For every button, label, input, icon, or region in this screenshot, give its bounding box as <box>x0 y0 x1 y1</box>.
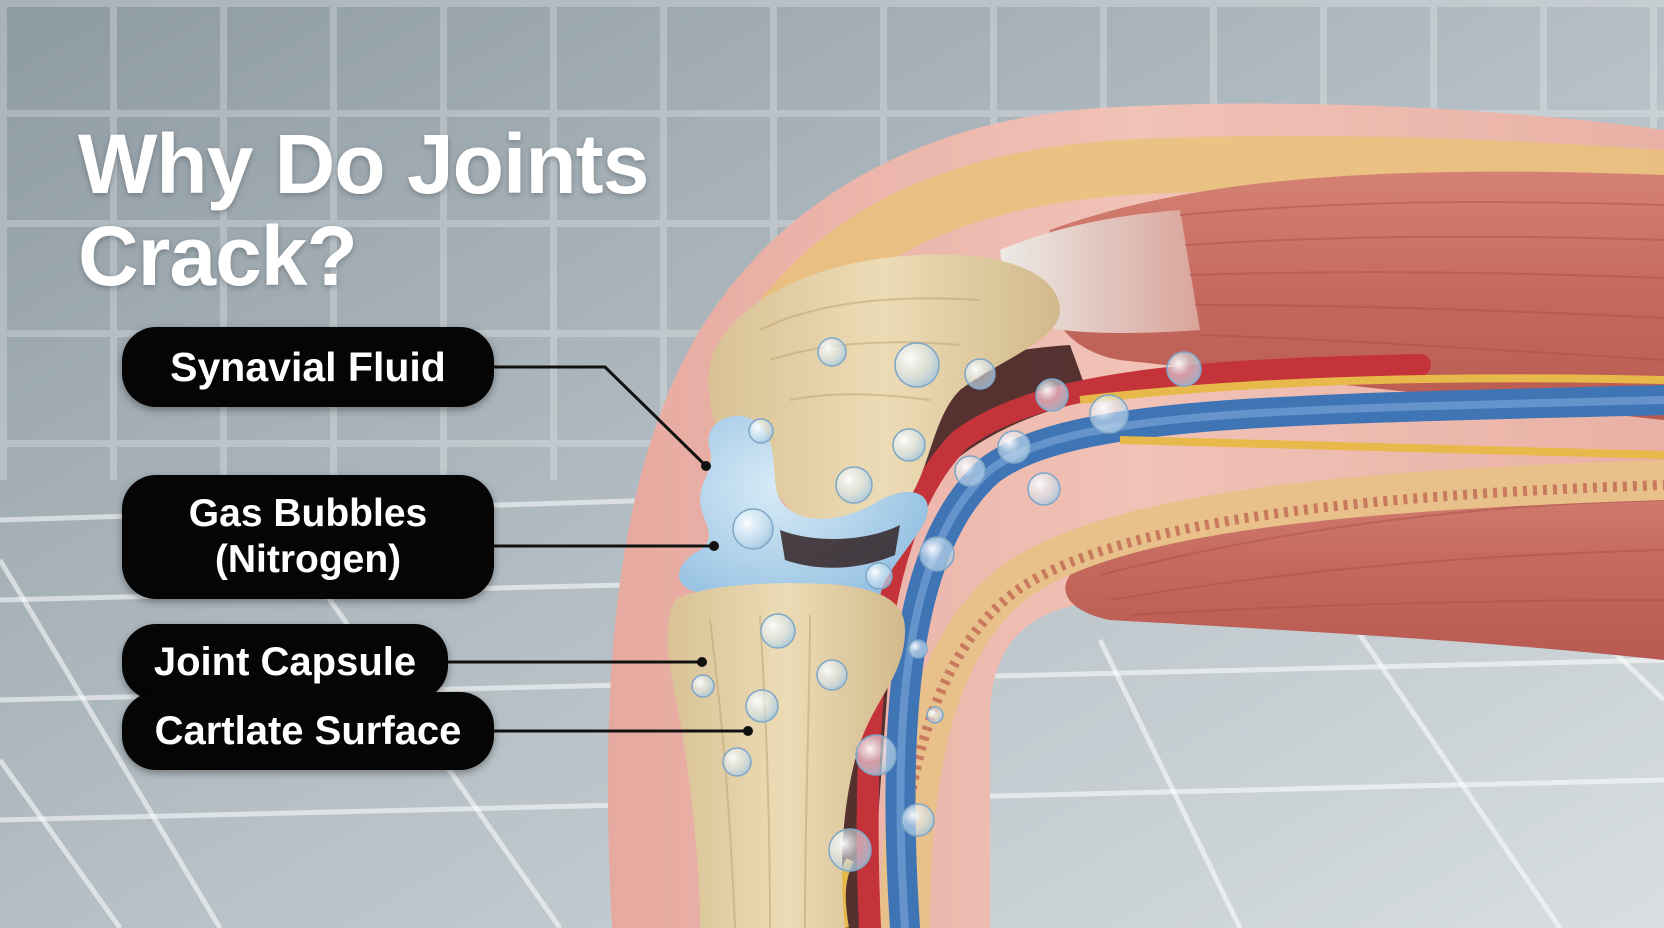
title-line-1: Why Do Joints <box>78 117 649 212</box>
label-gas-bubbles-line-1: Gas Bubbles <box>188 492 428 535</box>
label-gas-bubbles-text: Gas Bubbles (Nitrogen) <box>189 491 427 583</box>
leader-line-synovial-fluid <box>494 365 708 468</box>
label-cartilage-surface: Cartlate Surface <box>122 692 494 770</box>
leader-dot-cartilage-surface <box>743 726 753 736</box>
leader-dot-synovial-fluid <box>701 461 711 471</box>
label-synovial-fluid-text: Synavial Fluid <box>170 343 446 390</box>
label-joint-capsule: Joint Capsule <box>122 624 448 700</box>
leader-dot-gas-bubbles <box>709 541 719 551</box>
diagram-title: Why Do Joints Crack? <box>78 117 649 304</box>
label-gas-bubbles-line-2: (Nitrogen) <box>214 538 402 581</box>
title-line-2: Crack? <box>78 209 358 304</box>
label-synovial-fluid: Synavial Fluid <box>122 327 494 407</box>
label-gas-bubbles: Gas Bubbles (Nitrogen) <box>122 475 494 599</box>
label-cartilage-surface-text: Cartlate Surface <box>154 708 462 753</box>
gas-bubbles <box>691 337 1202 872</box>
label-joint-capsule-text: Joint Capsule <box>153 639 417 684</box>
leader-dot-joint-capsule <box>697 657 707 667</box>
